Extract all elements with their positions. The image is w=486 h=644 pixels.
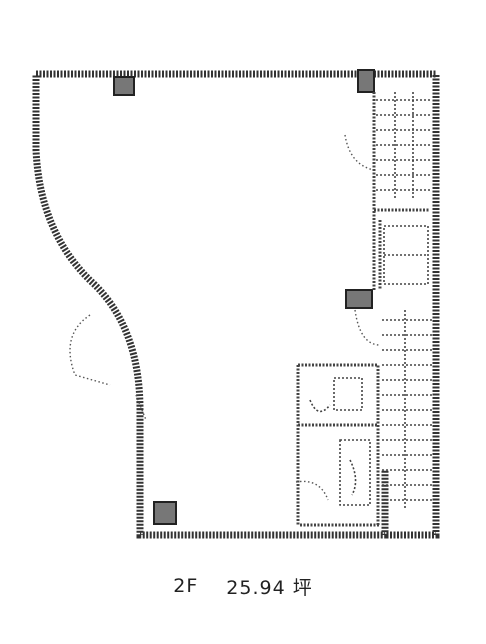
corridor-steps	[382, 310, 432, 510]
toilet-wall	[296, 363, 380, 527]
column-bottom-left	[153, 501, 177, 525]
door-swing-upper-right	[344, 134, 375, 171]
door-swing-left	[69, 314, 111, 386]
shaft-box	[383, 225, 429, 285]
exterior-wall-right	[360, 70, 440, 539]
area-label: 25.94 坪	[226, 576, 313, 599]
door-swing-core	[354, 309, 381, 346]
floor-label: 2F	[173, 575, 199, 597]
stair-wall	[372, 92, 430, 290]
door-swing-lower	[295, 480, 329, 501]
plan-caption: 2F 25.94 坪	[0, 566, 486, 606]
column-mid-right	[345, 289, 373, 309]
column-top-right	[357, 69, 375, 93]
column-top-left	[113, 76, 135, 96]
floor-plan	[32, 69, 440, 539]
window-dashes	[135, 394, 147, 421]
exterior-wall	[32, 70, 389, 539]
toilet-fixtures	[309, 377, 371, 506]
stair-steps	[376, 92, 430, 200]
